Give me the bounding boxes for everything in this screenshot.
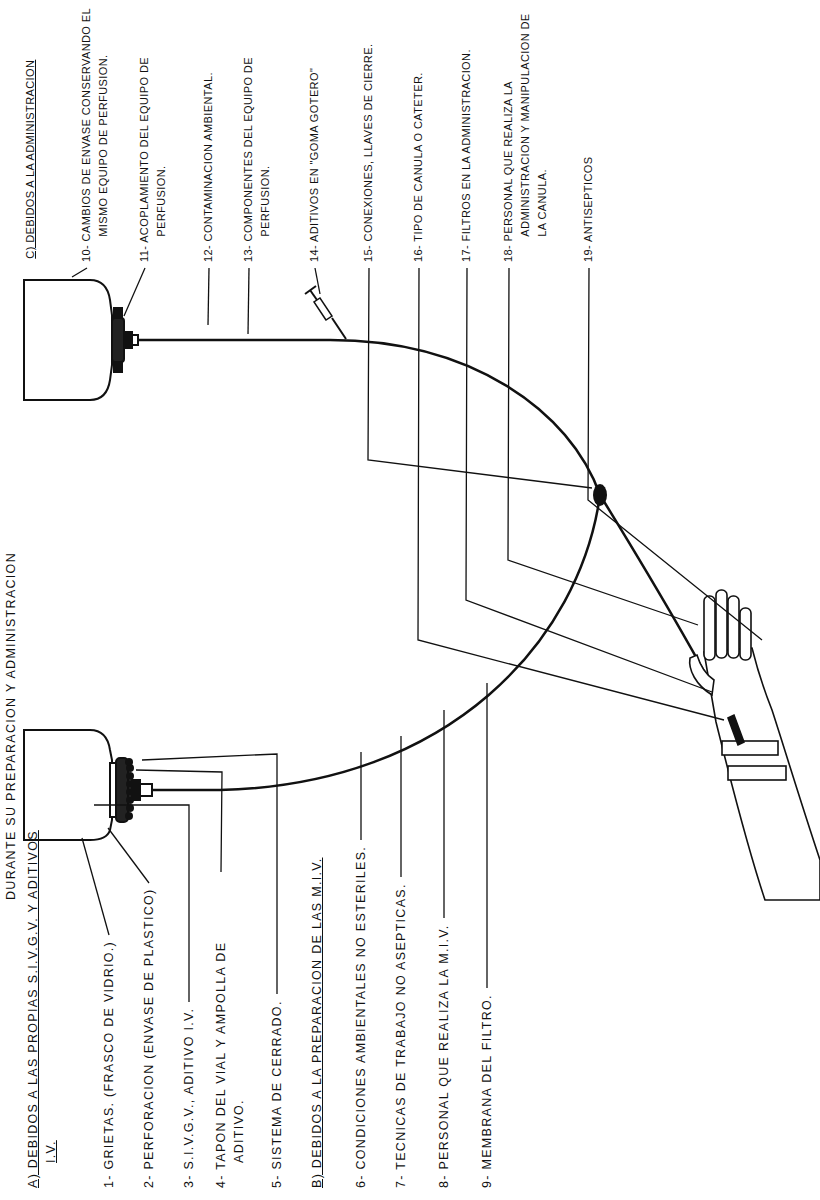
tape-strip xyxy=(722,741,778,755)
figure-title: DURANTE SU PREPARACION Y ADMINISTRACION xyxy=(2,552,20,900)
callout-label: 10- CAMBIOS DE ENVASE CONSERVANDO EL MIS… xyxy=(78,7,112,262)
leader-line xyxy=(443,710,444,918)
section-heading: B) DEBIDOS A LA PREPARACION DE LAS M.I.V… xyxy=(308,858,326,1188)
bottles xyxy=(24,280,152,840)
arm xyxy=(690,590,820,900)
callout-label: 17- FILTROS EN LA ADMINISTRACION. xyxy=(458,7,475,262)
section-heading: C) DEBIDOS A LA ADMINISTRACION xyxy=(22,7,39,262)
leader-line xyxy=(108,828,149,883)
leader-line xyxy=(315,268,320,294)
callout-label: 7- TECNICAS DE TRABAJO NO ASEPTICAS. xyxy=(392,883,410,1188)
callout-label: 6- CONDICIONES AMBIENTALES NO ESTERILES. xyxy=(352,846,370,1188)
leader-line xyxy=(400,736,401,877)
leader-line xyxy=(82,838,109,935)
leader-line xyxy=(208,268,209,325)
tube xyxy=(152,495,600,790)
leader-line xyxy=(72,268,87,277)
leader-line xyxy=(142,754,277,994)
leader-line xyxy=(588,268,762,640)
cannula xyxy=(728,715,744,745)
callout-label: 19- ANTISEPTICOS xyxy=(580,7,597,262)
cap-tab xyxy=(114,308,122,318)
y-connector xyxy=(593,484,607,506)
callout-label: 16- TIPO DE CANULA O CATETER. xyxy=(410,7,427,262)
drip-chamber xyxy=(132,335,138,345)
callout-label: 1- GRIETAS. (FRASCO DE VIDRIO.) xyxy=(100,941,118,1188)
callout-label: 14- ADITIVOS EN "GOMA GOTERO" xyxy=(306,7,323,262)
callout-label: 3- S.I.V.G.V., ADITIVO I.V. xyxy=(180,1008,198,1188)
forearm xyxy=(704,648,820,900)
callout-label: 15- CONEXIONES, LLAVES DE CIERRE. xyxy=(360,7,377,262)
leader-line xyxy=(368,268,592,488)
callout-label: 18- PERSONAL QUE REALIZA LA ADMINISTRACI… xyxy=(500,7,551,262)
callout-label: 8- PERSONAL QUE REALIZA LA M.I.V. xyxy=(435,924,453,1188)
leader-line xyxy=(136,770,222,872)
injection-site xyxy=(305,286,346,339)
callout-label: 4- TAPON DEL VIAL Y AMPOLLA DE ADITIVO. xyxy=(212,878,248,1188)
callout-label: 5- SISTEMA DE CERRADO. xyxy=(268,1000,286,1188)
finger xyxy=(740,608,751,660)
finger xyxy=(716,590,727,658)
callout-label: 2- PERFORACION (ENVASE DE PLASTICO) xyxy=(140,889,158,1188)
tubing xyxy=(138,340,735,790)
callout-label: 11- ACOPLAMIENTO DEL EQUIPO DE PERFUSION… xyxy=(136,7,170,262)
bottle-body xyxy=(24,730,112,840)
finger xyxy=(704,596,715,660)
section-heading: A) DEBIDOS A LAS PROPIAS S.I.V.G.V. Y AD… xyxy=(24,828,60,1188)
drip-chamber xyxy=(140,784,152,796)
leader-line xyxy=(486,683,487,988)
bottle-cap xyxy=(112,318,124,362)
tape-strip xyxy=(728,766,786,780)
leader-line xyxy=(248,268,249,334)
plastic-bottle xyxy=(24,280,138,400)
leader-line xyxy=(418,268,724,720)
callout-label: 12- CONTAMINACION AMBIENTAL. xyxy=(200,7,217,262)
spike xyxy=(124,332,132,348)
leader-line xyxy=(360,752,361,840)
bottle-body xyxy=(24,280,112,400)
thumb xyxy=(690,655,714,695)
glass-bottle xyxy=(24,730,152,840)
leader-line xyxy=(508,268,698,625)
spike xyxy=(132,780,140,800)
cap-tab xyxy=(114,362,122,372)
callout-label: 13- COMPONENTES DEL EQUIPO DE PERFUSION. xyxy=(240,7,274,262)
leader-line xyxy=(124,268,145,316)
callout-label: 9- MEMBRANA DEL FILTRO. xyxy=(478,994,496,1188)
finger xyxy=(728,596,739,658)
